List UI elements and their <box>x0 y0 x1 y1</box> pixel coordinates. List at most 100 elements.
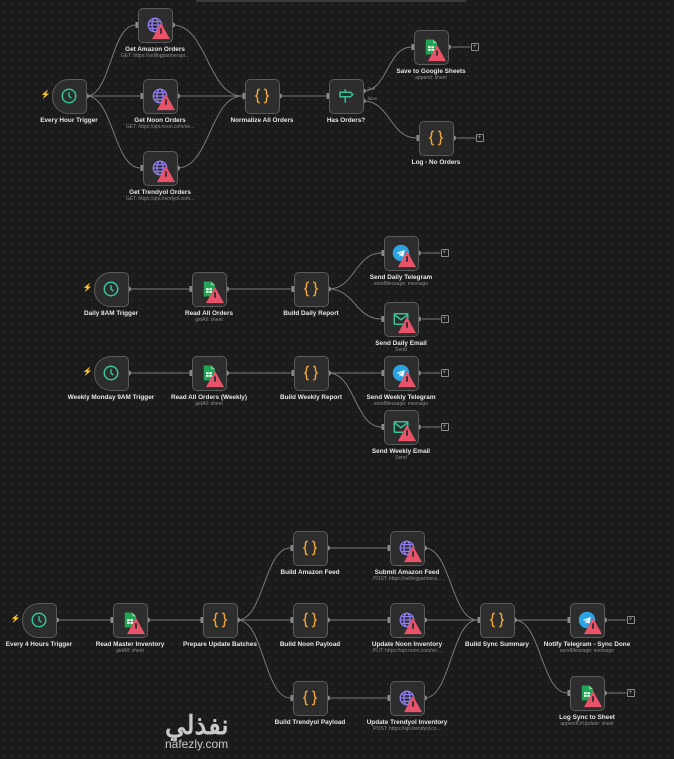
add-node-button[interactable]: + <box>626 689 635 697</box>
connection-build_daily-email_daily[interactable] <box>328 288 382 320</box>
clock-icon <box>102 364 120 382</box>
input-handle[interactable] <box>242 93 246 99</box>
input-handle[interactable] <box>387 617 391 623</box>
input-handle[interactable] <box>200 617 204 623</box>
input-handle[interactable] <box>387 545 391 551</box>
add-node-button[interactable]: + <box>440 249 449 257</box>
add-node-button[interactable]: + <box>440 423 449 431</box>
input-handle[interactable] <box>291 286 295 292</box>
connection-every_hour-get_amazon[interactable] <box>86 24 136 97</box>
code-icon <box>302 364 320 382</box>
connection-update_trendyol-build_sync[interactable] <box>424 619 478 699</box>
input-handle[interactable] <box>135 22 139 28</box>
input-handle[interactable] <box>189 370 193 376</box>
node-tg-daily[interactable] <box>383 235 419 271</box>
node-build-weekly[interactable] <box>293 355 329 391</box>
add-node-button[interactable]: + <box>440 315 449 323</box>
node-build-noon[interactable] <box>292 602 328 638</box>
node-title: Build Trendyol Payload <box>274 718 346 726</box>
input-handle[interactable] <box>381 316 385 322</box>
connection-submit_amazon-build_sync[interactable] <box>424 547 478 621</box>
node-email-daily[interactable] <box>383 301 419 337</box>
connection-build_daily-tg_daily[interactable] <box>328 252 382 290</box>
node-weekly-trigger[interactable] <box>93 355 129 391</box>
node-submit-amazon[interactable] <box>389 530 425 566</box>
node-get-amazon[interactable] <box>137 7 173 43</box>
clock-icon <box>102 280 120 298</box>
input-handle[interactable] <box>381 250 385 256</box>
node-build-daily[interactable] <box>293 271 329 307</box>
node-every4h[interactable] <box>21 602 57 638</box>
input-handle[interactable] <box>567 617 571 623</box>
node-has-orders[interactable] <box>328 78 364 114</box>
connection-build_sync-log_sync[interactable] <box>514 619 568 694</box>
top-toolbar-edge <box>196 0 466 2</box>
node-read-all[interactable] <box>191 271 227 307</box>
node-daily-trigger[interactable] <box>93 271 129 307</box>
connection-get_amazon-normalize[interactable] <box>172 24 243 97</box>
watermark-latin: nafezly.com <box>165 737 229 751</box>
add-node-button[interactable]: + <box>475 134 484 142</box>
node-email-weekly[interactable] <box>383 409 419 445</box>
connection-has_orders-log_no[interactable] <box>363 100 417 139</box>
input-handle[interactable] <box>189 286 193 292</box>
add-node-button[interactable]: + <box>440 369 449 377</box>
connection-has_orders-save_sheets[interactable] <box>363 46 412 92</box>
input-handle[interactable] <box>290 617 294 623</box>
node-save-sheets[interactable] <box>413 29 449 65</box>
node-subtitle: append: sheet <box>415 75 447 81</box>
input-handle[interactable] <box>290 695 294 701</box>
input-handle[interactable] <box>326 93 330 99</box>
node-tg-weekly[interactable] <box>383 355 419 391</box>
input-handle[interactable] <box>140 165 144 171</box>
input-handle[interactable] <box>411 44 415 50</box>
warning-icon <box>583 617 602 634</box>
input-handle[interactable] <box>416 135 420 141</box>
add-node-button[interactable]: + <box>470 43 479 51</box>
node-update-trendyol[interactable] <box>389 680 425 716</box>
add-node-button[interactable]: + <box>626 616 635 624</box>
input-handle[interactable] <box>477 617 481 623</box>
connection-prepare-build_amazon[interactable] <box>237 547 291 621</box>
node-notify-tg[interactable] <box>569 602 605 638</box>
input-handle[interactable] <box>140 93 144 99</box>
node-normalize[interactable] <box>244 78 280 114</box>
node-title: Log Sync to Sheet <box>559 713 615 721</box>
trigger-bolt-icon: ⚡ <box>40 90 51 99</box>
input-handle[interactable] <box>387 695 391 701</box>
node-build-amazon[interactable] <box>292 530 328 566</box>
input-handle[interactable] <box>381 370 385 376</box>
input-handle[interactable] <box>110 617 114 623</box>
node-title: Send Weekly Telegram <box>366 393 436 401</box>
connection-prepare-build_trendyol[interactable] <box>237 619 291 699</box>
node-read-weekly[interactable] <box>191 355 227 391</box>
node-title: Weekly Monday 9AM Trigger <box>67 393 155 401</box>
connection-get_trendyol-normalize[interactable] <box>177 95 243 169</box>
input-handle[interactable] <box>381 424 385 430</box>
node-label: Read All Orders (Weekly)getAll: sheet <box>164 394 254 409</box>
node-prepare[interactable] <box>202 602 238 638</box>
signpost-icon <box>337 87 355 105</box>
node-build-sync[interactable] <box>479 602 515 638</box>
node-get-noon[interactable] <box>142 78 178 114</box>
code-icon <box>301 539 319 557</box>
node-get-trendyol[interactable] <box>142 150 178 186</box>
node-update-noon[interactable] <box>389 602 425 638</box>
input-handle[interactable] <box>567 690 571 696</box>
connection-every_hour-get_trendyol[interactable] <box>86 95 141 169</box>
node-build-trendyol[interactable] <box>292 680 328 716</box>
node-read-master[interactable] <box>112 602 148 638</box>
input-handle[interactable] <box>290 545 294 551</box>
node-subtitle: POST: https://sellingpartnera... <box>373 576 441 582</box>
code-icon <box>302 280 320 298</box>
input-handle[interactable] <box>291 370 295 376</box>
connection-build_weekly-email_weekly[interactable] <box>328 372 382 428</box>
warning-icon <box>397 250 416 267</box>
node-log-no[interactable] <box>418 120 454 156</box>
node-log-sync[interactable] <box>569 675 605 711</box>
node-every-hour[interactable] <box>51 78 87 114</box>
